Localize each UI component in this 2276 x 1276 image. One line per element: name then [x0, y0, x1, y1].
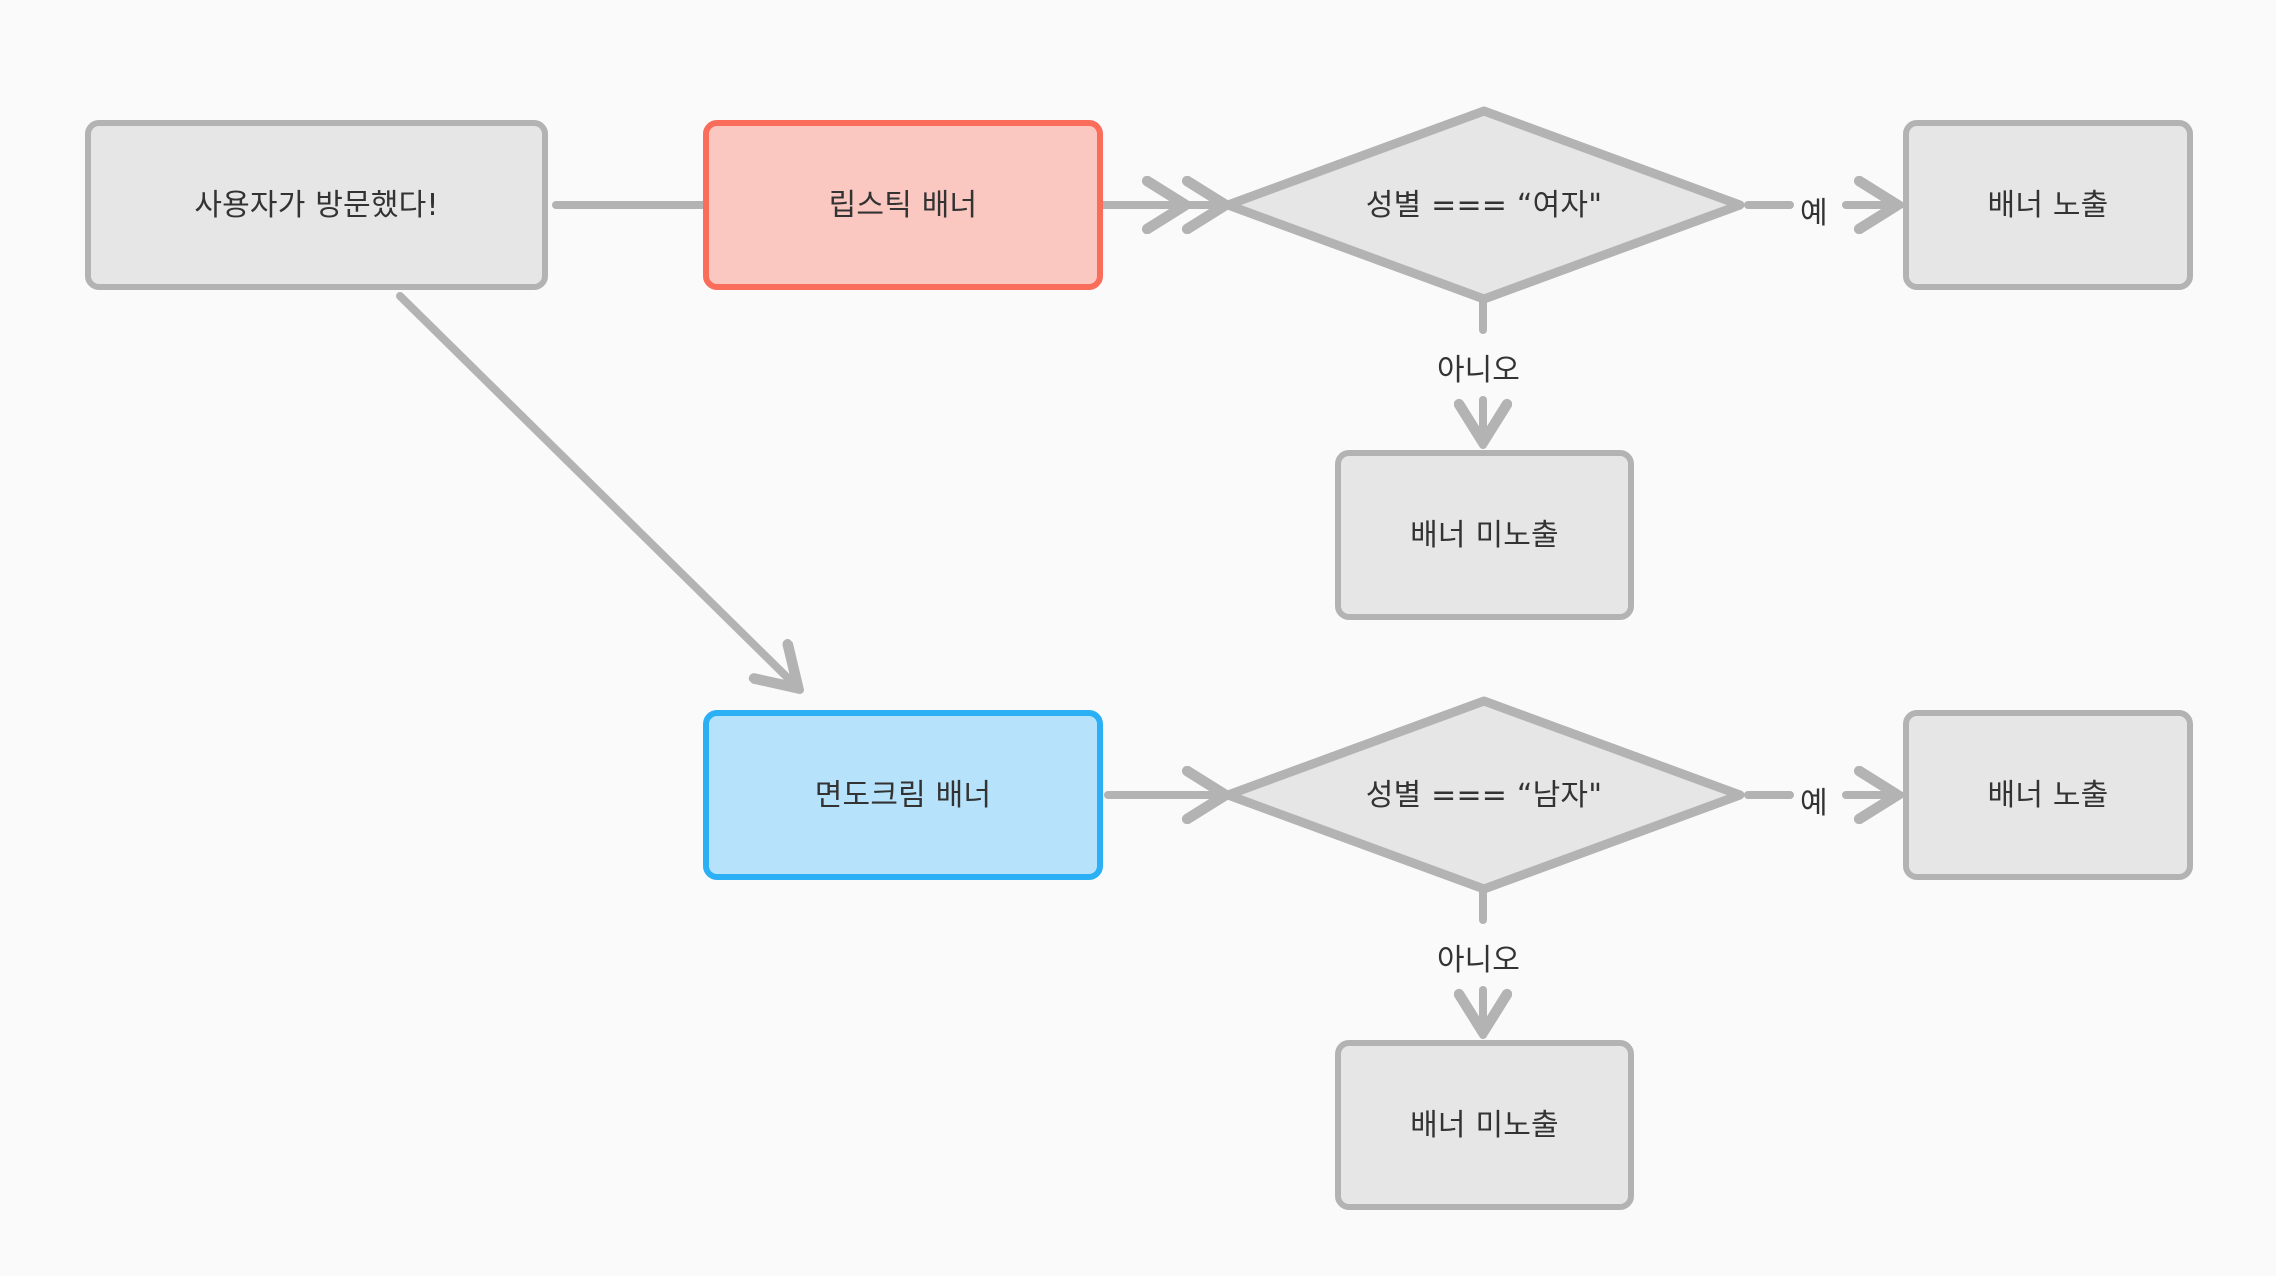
node-start[interactable]: 사용자가 방문했다! [85, 120, 548, 290]
node-hide-banner-male[interactable]: 배너 미노출 [1335, 1040, 1634, 1210]
node-decision-male-label: 성별 === “남자" [1365, 777, 1603, 813]
edge-start-to-shaving [396, 292, 804, 694]
edge-label-yes-male: 예 [1800, 786, 1828, 821]
node-hide-banner-female-label: 배너 미노출 [1410, 517, 1559, 553]
edge-label-yes-female: 예 [1800, 196, 1828, 231]
node-show-banner-female-label: 배너 노출 [1987, 187, 2109, 223]
edge-label-no-male: 아니오 [1437, 943, 1520, 978]
node-shaving-banner[interactable]: 면도크림 배너 [703, 710, 1103, 880]
node-shaving-banner-label: 면도크림 배너 [814, 777, 992, 813]
node-show-banner-female[interactable]: 배너 노출 [1903, 120, 2193, 290]
node-hide-banner-male-label: 배너 미노출 [1410, 1107, 1559, 1143]
node-show-banner-male[interactable]: 배너 노출 [1903, 710, 2193, 880]
edge-label-no-female: 아니오 [1437, 353, 1520, 388]
node-decision-male[interactable]: 성별 === “남자" [1222, 695, 1746, 895]
node-decision-female-label: 성별 === “여자" [1365, 187, 1603, 223]
node-hide-banner-female[interactable]: 배너 미노출 [1335, 450, 1634, 620]
node-decision-female[interactable]: 성별 === “여자" [1222, 105, 1746, 305]
node-show-banner-male-label: 배너 노출 [1987, 777, 2109, 813]
node-lipstick-banner-label: 립스틱 배너 [828, 187, 978, 223]
node-start-label: 사용자가 방문했다! [194, 187, 439, 223]
node-lipstick-banner[interactable]: 립스틱 배너 [703, 120, 1103, 290]
